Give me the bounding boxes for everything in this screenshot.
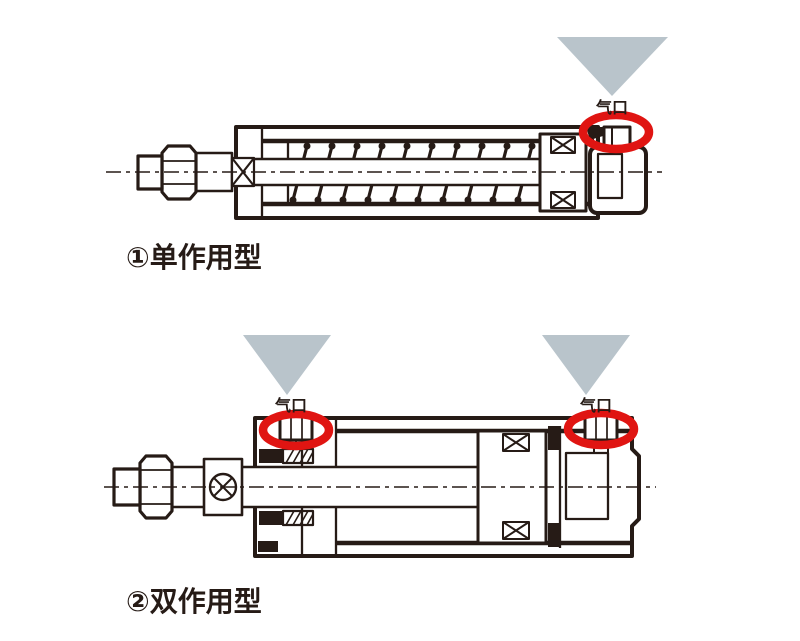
arrow-down-triangle-icon — [542, 335, 630, 395]
hex-nut-facets — [162, 160, 196, 185]
air-port — [583, 412, 619, 442]
end-cap-pocket — [596, 152, 624, 200]
air-port-facets — [595, 414, 608, 440]
port-label: 气口 — [579, 396, 612, 415]
port-highlight-ellipse — [563, 408, 639, 450]
port-label: 气口 — [274, 396, 307, 415]
piston-seal-top — [550, 136, 576, 154]
piston-seal-top — [502, 433, 530, 452]
port-label: 气口 — [595, 98, 628, 117]
cushion-seal — [548, 523, 560, 547]
port-highlight-ellipse — [258, 409, 334, 451]
double-acting-cylinder-figure: 气口 气口 ②双作用型 — [104, 335, 656, 618]
cushion-seal — [548, 426, 560, 450]
gland-hatch-bottom — [281, 509, 315, 527]
head-foot-block — [258, 541, 278, 552]
rod-gland-seal — [259, 511, 283, 525]
figure-caption-single-acting: ①单作用型 — [126, 241, 262, 274]
arrow-down-triangle-icon — [243, 335, 331, 395]
port-marking — [586, 127, 603, 140]
hex-nut-facets — [140, 469, 172, 505]
rod-gland-seal — [259, 449, 283, 463]
arrow-down-triangle-icon — [557, 37, 668, 96]
single-acting-cylinder-drawing — [106, 125, 662, 220]
single-acting-cylinder-figure: 气口 ①单作用型 — [106, 37, 668, 274]
piston-seal-bottom — [550, 191, 576, 209]
spring-wire-dots — [289, 142, 536, 204]
piston-seal-bottom — [502, 521, 530, 540]
end-cap-pocket — [564, 451, 610, 521]
double-acting-cylinder-drawing — [104, 412, 656, 558]
port-highlight-ellipse — [578, 110, 654, 154]
figure-caption-double-acting: ②双作用型 — [126, 585, 262, 618]
